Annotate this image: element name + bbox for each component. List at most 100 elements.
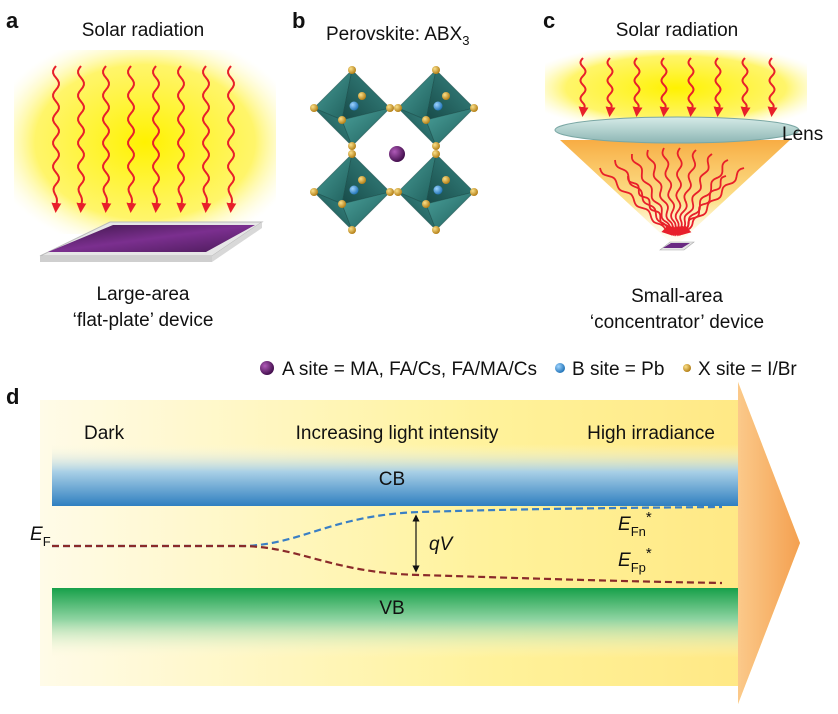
octahedron-face xyxy=(425,191,476,231)
radiation-ray xyxy=(201,65,212,213)
valence-band xyxy=(52,588,738,658)
radiation-ray xyxy=(176,65,187,213)
b-site-atom-icon xyxy=(555,363,565,373)
x-site-atom xyxy=(348,226,356,234)
x-site-atom xyxy=(338,200,346,208)
focused-radiation-ray xyxy=(681,167,745,236)
octahedron-face xyxy=(341,191,392,231)
x-site-atom xyxy=(432,66,440,74)
panel-c-title: Solar radiation xyxy=(616,20,739,41)
radiation-ray xyxy=(126,65,137,213)
x-site-atom xyxy=(442,176,450,184)
light-intensity-arrowhead xyxy=(738,382,800,704)
focused-radiation-ray xyxy=(680,159,729,236)
x-site-atom xyxy=(394,188,402,196)
radiation-ray xyxy=(605,57,616,117)
vb-label: VB xyxy=(379,598,404,619)
concentrator-device xyxy=(663,243,690,248)
b-site-atom xyxy=(349,185,359,195)
focused-radiation-ray xyxy=(678,153,713,237)
x-site-atom xyxy=(358,92,366,100)
panel-a-caption-line2: ‘flat-plate’ device xyxy=(73,310,214,331)
radiation-ray xyxy=(578,57,589,117)
x-site-atom xyxy=(432,226,440,234)
x-site-atom xyxy=(432,142,440,150)
x-site-atom xyxy=(422,200,430,208)
label-dark: Dark xyxy=(84,423,125,444)
radiation-ray xyxy=(740,57,751,117)
panel-c-radiation-rays xyxy=(578,57,778,117)
focused-radiation-ray xyxy=(631,153,674,237)
x-site-atom xyxy=(338,116,346,124)
octahedron-face xyxy=(425,107,476,147)
panel-a: a Solar radiation Large-area ‘flat-plate… xyxy=(6,8,276,331)
qv-label: qV xyxy=(429,534,455,555)
x-site-atom xyxy=(442,92,450,100)
x-site-atom xyxy=(310,104,318,112)
ef-label-sub: F xyxy=(43,534,51,549)
focused-radiation-rays xyxy=(599,147,745,237)
panel-c-light-glow xyxy=(545,50,807,126)
panel-a-title: Solar radiation xyxy=(82,20,205,41)
x-site-atom xyxy=(386,188,394,196)
panel-a-caption-line1: Large-area xyxy=(97,284,190,305)
x-site-atom xyxy=(470,188,478,196)
efn-label-sub: Fn xyxy=(631,524,646,539)
panel-a-radiation-rays xyxy=(51,65,237,213)
panel-b-title-formula: Perovskite: ABX xyxy=(326,24,463,45)
panel-d-letter: d xyxy=(6,384,19,409)
legend-a-site: A site = MA, FA/Cs, FA/MA/Cs xyxy=(282,359,537,380)
pbx6-octahedron xyxy=(310,66,394,150)
x-site-atom xyxy=(348,142,356,150)
x-site-atom xyxy=(422,116,430,124)
x-site-atom xyxy=(358,176,366,184)
label-increasing-intensity: Increasing light intensity xyxy=(296,423,499,444)
panel-c-letter: c xyxy=(543,8,555,33)
cb-label: CB xyxy=(379,469,405,490)
pbx6-octahedron xyxy=(394,66,478,150)
b-site-atom xyxy=(433,101,443,111)
focused-radiation-ray xyxy=(679,175,727,236)
focused-radiation-ray xyxy=(673,147,683,237)
panel-b-title: Perovskite: ABX3 xyxy=(326,24,469,48)
panel-a-letter: a xyxy=(6,8,19,33)
radiation-ray xyxy=(713,57,724,117)
device-substrate-edge xyxy=(40,256,212,262)
lens xyxy=(554,116,800,144)
x-site-atom-icon xyxy=(683,364,691,372)
x-site-atom xyxy=(386,104,394,112)
efn-label-main: E xyxy=(618,514,631,535)
panel-b-letter: b xyxy=(292,8,305,33)
focused-radiation-ray xyxy=(599,167,671,236)
conduction-band xyxy=(52,444,738,506)
legend-x-site: X site = I/Br xyxy=(698,359,797,380)
a-site-atom-icon xyxy=(260,361,274,375)
radiation-ray xyxy=(767,57,778,117)
legend-b-site: B site = Pb xyxy=(572,359,664,380)
radiation-ray xyxy=(632,57,643,117)
efp-label-sub: Fp xyxy=(631,560,646,575)
x-site-atom xyxy=(348,66,356,74)
label-high-irradiance: High irradiance xyxy=(587,423,715,444)
radiation-ray xyxy=(76,65,87,213)
ef-label: EF xyxy=(30,524,51,549)
electron-quasi-fermi-level xyxy=(52,505,723,548)
efn-label-sup: * xyxy=(646,509,652,526)
radiation-ray xyxy=(101,65,112,213)
flat-plate-device xyxy=(48,225,255,252)
focused-radiation-ray xyxy=(676,149,697,237)
b-site-atom xyxy=(433,185,443,195)
focused-radiation-ray xyxy=(646,149,677,237)
radiation-ray xyxy=(686,57,697,117)
panel-c: c Solar radiation Lens Small-area ‘conce… xyxy=(543,8,823,333)
panel-c-caption-line2: ‘concentrator’ device xyxy=(590,312,764,333)
radiation-ray xyxy=(659,57,670,117)
efp-label-main: E xyxy=(618,550,631,571)
radiation-ray xyxy=(226,65,237,213)
radiation-ray xyxy=(151,65,162,213)
panel-b: b Perovskite: ABX3 xyxy=(292,8,478,234)
panel-c-caption-line1: Small-area xyxy=(631,286,723,307)
efp-label: EFp* xyxy=(618,545,652,575)
panel-b-title-subscript: 3 xyxy=(462,33,469,48)
